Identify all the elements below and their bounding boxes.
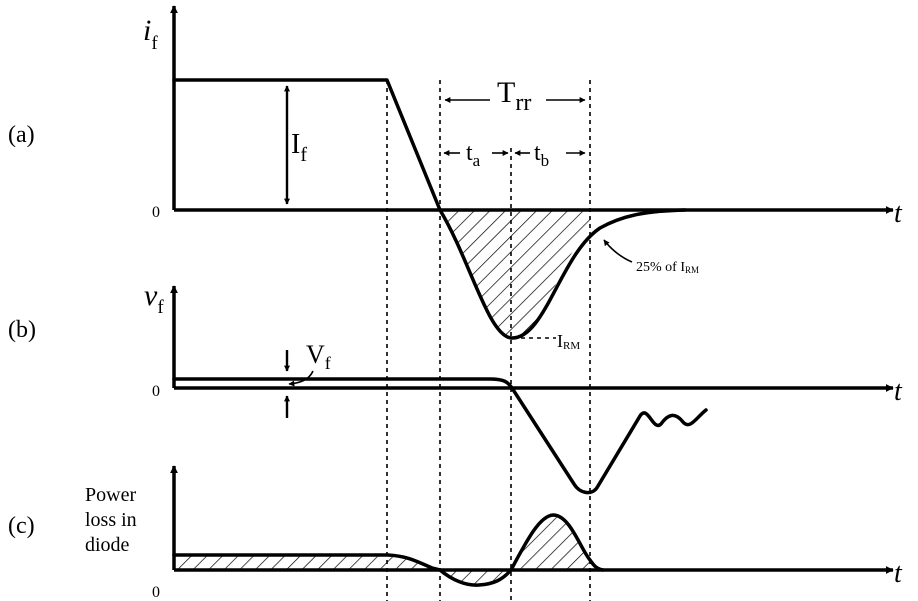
if-level-sub: f	[300, 144, 307, 166]
trr-label: Trr	[497, 76, 531, 116]
power-loss-line3: diode	[85, 534, 130, 556]
forward-voltage-curve	[172, 377, 708, 495]
irm-main: I	[557, 331, 563, 351]
pct-irm-leader	[603, 239, 633, 263]
pct-irm-main: 25% of I	[636, 260, 685, 275]
panel-b-zero: 0	[152, 383, 160, 400]
power-loss-line1: Power	[85, 484, 136, 506]
power-loss-line2: loss in	[85, 509, 137, 531]
panel-b-label: (b)	[8, 317, 36, 343]
forward-current-curve	[172, 78, 687, 340]
panel-c-t-label: t	[894, 558, 903, 589]
panel-a-t-label: t	[894, 198, 903, 229]
recovery-charge-hatch	[440, 210, 590, 339]
pct-irm-label: 25% of IRM	[636, 260, 699, 275]
conduction-loss-hatch	[174, 555, 440, 570]
if-level-label: If	[291, 129, 307, 166]
irm-sub: RM	[563, 340, 580, 352]
panel-c-zero: 0	[152, 584, 160, 601]
vf-label: Vf	[306, 340, 331, 373]
ta-main: t	[466, 140, 473, 166]
ta-sub: a	[473, 151, 481, 170]
panel-a-current: (a) 0 t if If Trr ta tb IRM 25% of IRM	[8, 5, 903, 352]
vf-main: V	[306, 340, 325, 369]
panel-a-y-var-sub: f	[151, 33, 158, 54]
trr-sub: rr	[515, 90, 531, 116]
tb-sub: b	[541, 151, 550, 170]
panel-b-y-var-sub: f	[157, 297, 164, 318]
panel-b-voltage: (b) 0 t vf Vf	[8, 279, 903, 495]
panel-a-y-var: if	[143, 14, 158, 54]
panel-c-label: (c)	[8, 513, 35, 539]
pct-irm-sub: RM	[685, 265, 699, 275]
panel-a-y-var-main: i	[143, 14, 151, 47]
vf-sub: f	[325, 353, 331, 373]
panel-a-zero: 0	[152, 204, 160, 221]
ta-label: ta	[466, 140, 481, 170]
panel-c-power-loss: (c) 0 t Power loss in diode	[8, 465, 903, 601]
trr-main: T	[497, 76, 515, 109]
vf-leader	[288, 370, 314, 387]
panel-a-label: (a)	[8, 122, 35, 148]
panel-b-t-label: t	[894, 376, 903, 407]
power-loss-curve	[172, 513, 605, 587]
if-level-main: I	[291, 129, 300, 160]
panel-b-y-var-main: v	[144, 279, 158, 312]
panel-b-y-var: vf	[144, 279, 164, 318]
tb-label: tb	[534, 140, 549, 170]
tb-main: t	[534, 140, 541, 166]
irm-label: IRM	[557, 331, 580, 352]
recovery-loss-hatch	[511, 515, 600, 570]
